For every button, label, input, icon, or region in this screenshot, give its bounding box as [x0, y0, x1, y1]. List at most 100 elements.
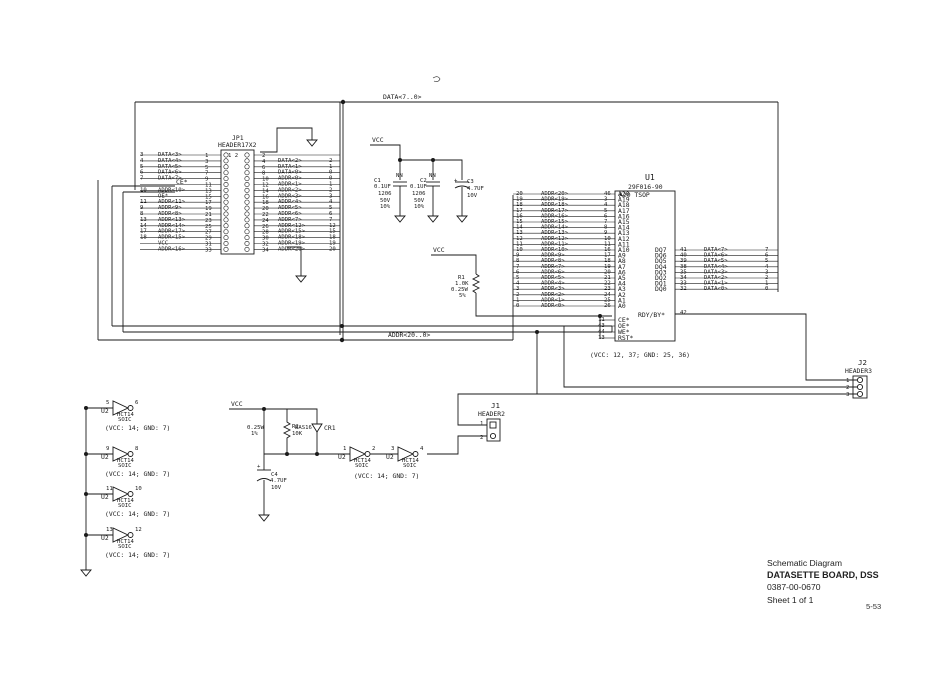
- u1-ctrl-pin: 44: [598, 329, 605, 335]
- jp1-right-pin-number: 2: [262, 153, 265, 159]
- u1-data-net: DATA<6>: [704, 253, 728, 259]
- jp1-right-bit: 4: [329, 199, 333, 205]
- jp1-right-pin-number: 6: [262, 165, 265, 171]
- inverter-out-pin: 2: [372, 446, 375, 452]
- jp1-right-bit: 2: [329, 158, 332, 164]
- inverter-icon: [112, 400, 130, 416]
- jp1-pin-odd: [223, 241, 229, 247]
- u1-ref: U1: [645, 172, 655, 182]
- u1-data-label: DQ0: [655, 285, 667, 293]
- vcc-r1-label: VCC: [433, 246, 445, 254]
- u1-addr-bit: 10: [516, 247, 523, 253]
- u1-addr-bit: 18: [516, 202, 523, 208]
- jp1-left-pin-number: 1: [205, 153, 208, 159]
- jp1-right-pin-number: 26: [262, 224, 269, 230]
- inverter-package: SOIC: [118, 463, 131, 469]
- c2-nn: NN: [429, 173, 436, 179]
- jp1-right-bit: 6: [329, 211, 332, 217]
- u1-addr-net: ADDR<20>: [541, 191, 569, 197]
- data-bus: DATA<7..0>: [134, 93, 779, 292]
- u1-addr-label: A5: [618, 274, 626, 282]
- u1-addr-net: ADDR<11>: [541, 241, 569, 247]
- jp1-pin-odd: [223, 182, 229, 188]
- jp1-right-net: ADDR<3>: [278, 193, 302, 199]
- inverter-out-pin: 6: [135, 400, 138, 406]
- jp1-right-pin-number: 32: [262, 242, 269, 248]
- u1-power-note: (VCC: 12, 37; GND: 25, 36): [590, 351, 690, 359]
- u1-data-pin: 35: [680, 269, 687, 275]
- jp1-pin-even: [244, 182, 250, 188]
- inverter-package: SOIC: [355, 463, 368, 469]
- jp1-pin-even: [244, 164, 250, 170]
- c1-tol: 10%: [380, 204, 391, 210]
- title-line-4: Sheet 1 of 1: [767, 594, 814, 605]
- jp1-left-pin-number: 29: [205, 236, 212, 242]
- u1-ctrl-label: OE*: [618, 322, 630, 330]
- jp1-pin-odd: [223, 193, 229, 199]
- c1-nn: NN: [396, 173, 403, 179]
- jp1-right-pin-number: 12: [262, 183, 269, 189]
- jp1-right-net: ADDR<5>: [278, 205, 302, 211]
- u1-data-bit: 0: [765, 286, 768, 292]
- u1-addr-label: A10: [618, 246, 630, 254]
- u1-addr-label: A1: [618, 296, 626, 304]
- u1-addr-net: ADDR<10>: [541, 247, 569, 253]
- u1-addr-bit: 14: [516, 225, 523, 231]
- u1-addr-label: A2: [618, 291, 626, 299]
- j2-header: J2 HEADER3 1 2 3: [536, 313, 872, 399]
- u1-addr-bit: 9: [516, 253, 519, 259]
- u1-data-net: DATA<0>: [704, 286, 728, 292]
- u1-addr-net: ADDR<4>: [541, 281, 565, 287]
- jp1-left-net: ADDR<9>: [158, 205, 182, 211]
- u1-addr-label: A6: [618, 268, 626, 276]
- inverter-in-pin: 9: [106, 446, 109, 452]
- u1-data-bit: 1: [765, 281, 768, 287]
- jp1-pin-even: [244, 223, 250, 229]
- u1-addr-label: A3: [618, 285, 626, 293]
- jp1-left-bit: 5: [140, 164, 143, 170]
- jp1-ce-label: CE*: [176, 178, 188, 186]
- u1-ctrl-label: WE*: [618, 328, 630, 336]
- jp1-left-net: ADDR<17>: [158, 229, 186, 235]
- j2-pin-2: 2: [846, 385, 849, 391]
- jp1-left-net: ADDR<16>: [158, 246, 186, 252]
- jp1-right-net: ADDR<18>: [278, 235, 306, 241]
- u1-ctrl-pin: 13: [598, 335, 605, 341]
- jp1-left-bit: 13: [140, 217, 147, 223]
- jp1-right-net: ADDR<19>: [278, 241, 306, 247]
- j2-pin-3: 3: [846, 392, 849, 398]
- c2-volt: 50V: [414, 198, 425, 204]
- inverter-bubble: [127, 532, 134, 538]
- u1-addr-net: ADDR<14>: [541, 225, 569, 231]
- c3-value: 4.7UF: [467, 186, 484, 192]
- c2-tol: 10%: [414, 204, 425, 210]
- jp1-pin-even: [244, 152, 250, 158]
- inverter-package: SOIC: [118, 503, 131, 509]
- u1-addr-pin: 46: [604, 191, 611, 197]
- u1-addr-label: A11: [618, 240, 630, 248]
- jp1-right-net: DATA<0>: [278, 170, 302, 176]
- inverter-ref: U2: [101, 407, 109, 415]
- jp1-left-pin-number: 23: [205, 218, 212, 224]
- u1-addr-net: ADDR<7>: [541, 264, 565, 270]
- inverter-part: HCT14: [402, 458, 419, 464]
- jp1-left-bit: 17: [140, 229, 147, 235]
- jp1-left-net: DATA<6>: [158, 170, 182, 176]
- u1-addr-pin: 10: [604, 236, 611, 242]
- jp1-right-bit: 5: [329, 205, 332, 211]
- u1-addr-label: A4: [618, 280, 626, 288]
- jp1-pin-odd: [223, 164, 229, 170]
- u1-addr-bit: 8: [516, 258, 520, 264]
- jp1-left-net: ADDR<11>: [158, 199, 186, 205]
- u1-addr-net: ADDR<17>: [541, 208, 569, 214]
- jp1-right-pin-number: 34: [262, 247, 269, 253]
- jp1-left-pin-number: 27: [205, 230, 212, 236]
- inverter-in-pin: 11: [106, 486, 113, 492]
- jp1-left-bit: 4: [140, 158, 144, 164]
- u1-data-label: DQ5: [655, 257, 667, 265]
- u1-ctrl-label: CE*: [618, 316, 630, 324]
- u1-addr-bit: 1: [516, 297, 519, 303]
- u1-rdy-pin: 42: [680, 310, 687, 316]
